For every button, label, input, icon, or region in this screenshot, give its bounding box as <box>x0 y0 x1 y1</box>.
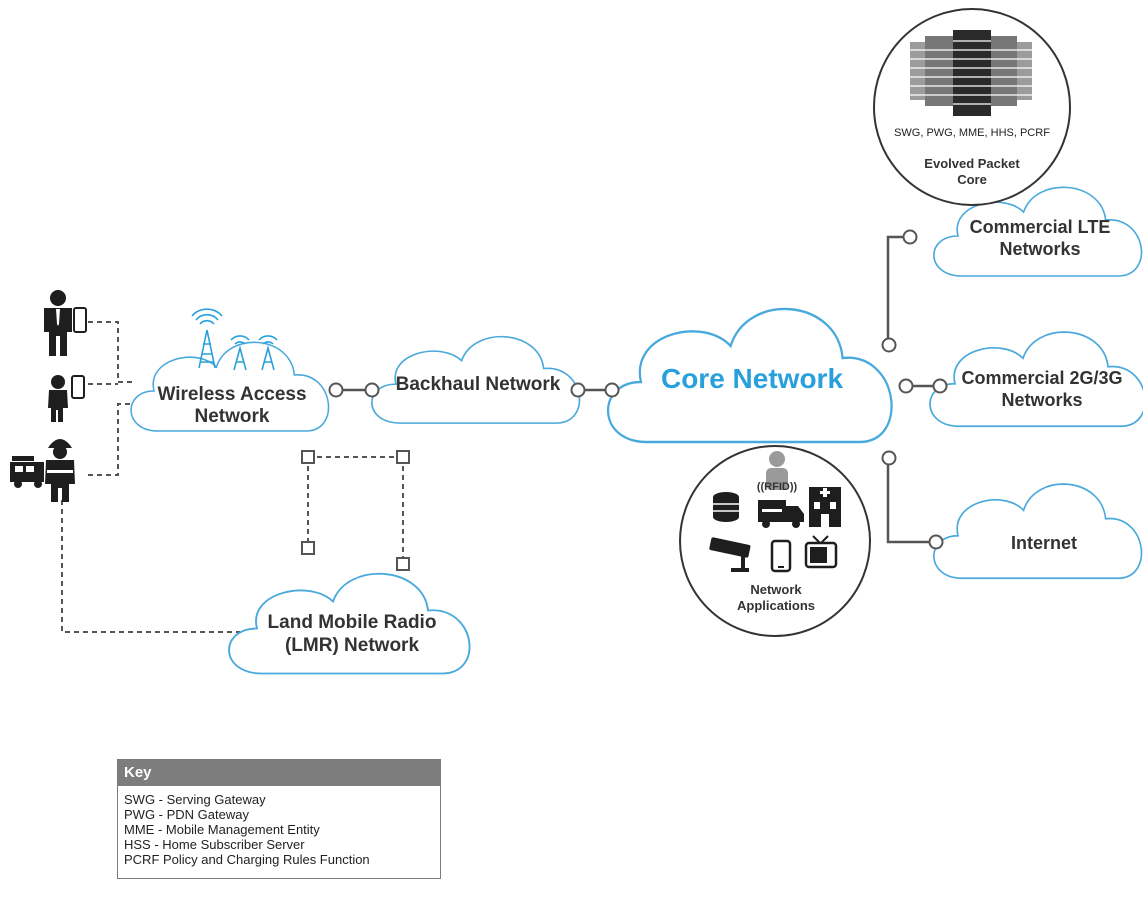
key-legend: Key SWG - Serving Gateway PWG - PDN Gate… <box>117 759 441 879</box>
connection-lines <box>61 235 940 633</box>
ambulance-icon <box>758 500 804 528</box>
square-connectors <box>301 450 410 571</box>
smartphone-icon <box>770 539 792 573</box>
cell-tower-icons <box>191 308 278 371</box>
commercial-2g3g-label-line1: Commercial 2G/3G <box>961 368 1122 388</box>
core-network-cloud: Core Network <box>606 307 893 444</box>
hospital-icon <box>809 487 841 527</box>
key-item: SWG - Serving Gateway <box>124 792 266 807</box>
lmr-label-line1: Land Mobile Radio <box>268 612 437 633</box>
key-list: SWG - Serving Gateway PWG - PDN Gateway … <box>118 786 440 867</box>
key-item: PWG - PDN Gateway <box>124 807 249 822</box>
server-rack-icon <box>910 30 1032 116</box>
lmr-network-cloud: Land Mobile Radio (LMR) Network <box>228 572 471 675</box>
person-icon <box>766 451 788 490</box>
fire-truck-icon <box>10 456 44 488</box>
commercial-2g3g-cloud: Commercial 2G/3G Networks <box>929 331 1143 428</box>
wireless-access-label-line2: Network <box>195 406 270 427</box>
epc-components: SWG, PWG, MME, HHS, PCRF <box>894 127 1050 139</box>
commercial-lte-label-line1: Commercial LTE <box>970 217 1111 237</box>
smartphone-icon-child <box>71 375 85 399</box>
lmr-label-line2: (LMR) Network <box>285 635 419 656</box>
firefighter-icon <box>45 439 75 502</box>
commercial-lte-label-line2: Networks <box>999 239 1080 259</box>
circle-connectors <box>328 229 948 550</box>
wireless-access-network-cloud: Wireless Access Network <box>130 308 330 432</box>
smartphone-icon-businessman <box>73 307 87 333</box>
commercial-2g3g-label-line2: Networks <box>1001 390 1082 410</box>
commercial-lte-cloud: Commercial LTE Networks <box>933 186 1143 277</box>
key-item: MME - Mobile Management Entity <box>124 822 320 837</box>
backhaul-network-cloud: Backhaul Network <box>371 335 581 424</box>
network-apps-title-line2: Applications <box>737 598 815 613</box>
epc-title-line1: Evolved Packet <box>924 156 1020 171</box>
network-apps-title-line1: Network <box>750 582 802 597</box>
television-icon <box>804 535 838 569</box>
rfid-label: ((RFID)) <box>757 481 798 493</box>
database-icon <box>713 492 739 522</box>
core-network-label: Core Network <box>661 363 843 394</box>
key-item: PCRF Policy and Charging Rules Function <box>124 852 370 867</box>
security-camera-icon <box>709 537 751 572</box>
wireless-access-label-line1: Wireless Access <box>157 384 306 405</box>
evolved-packet-core: SWG, PWG, MME, HHS, PCRF Evolved Packet … <box>873 8 1071 206</box>
epc-title-line2: Core <box>957 172 987 187</box>
network-applications: ((RFID)) <box>679 445 871 637</box>
backhaul-label: Backhaul Network <box>396 374 561 395</box>
key-item: HSS - Home Subscriber Server <box>124 837 305 852</box>
internet-label: Internet <box>1011 533 1077 553</box>
child-icon <box>48 375 68 422</box>
key-title: Key <box>118 760 440 786</box>
businessman-icon <box>44 290 72 356</box>
internet-cloud: Internet <box>933 483 1143 580</box>
